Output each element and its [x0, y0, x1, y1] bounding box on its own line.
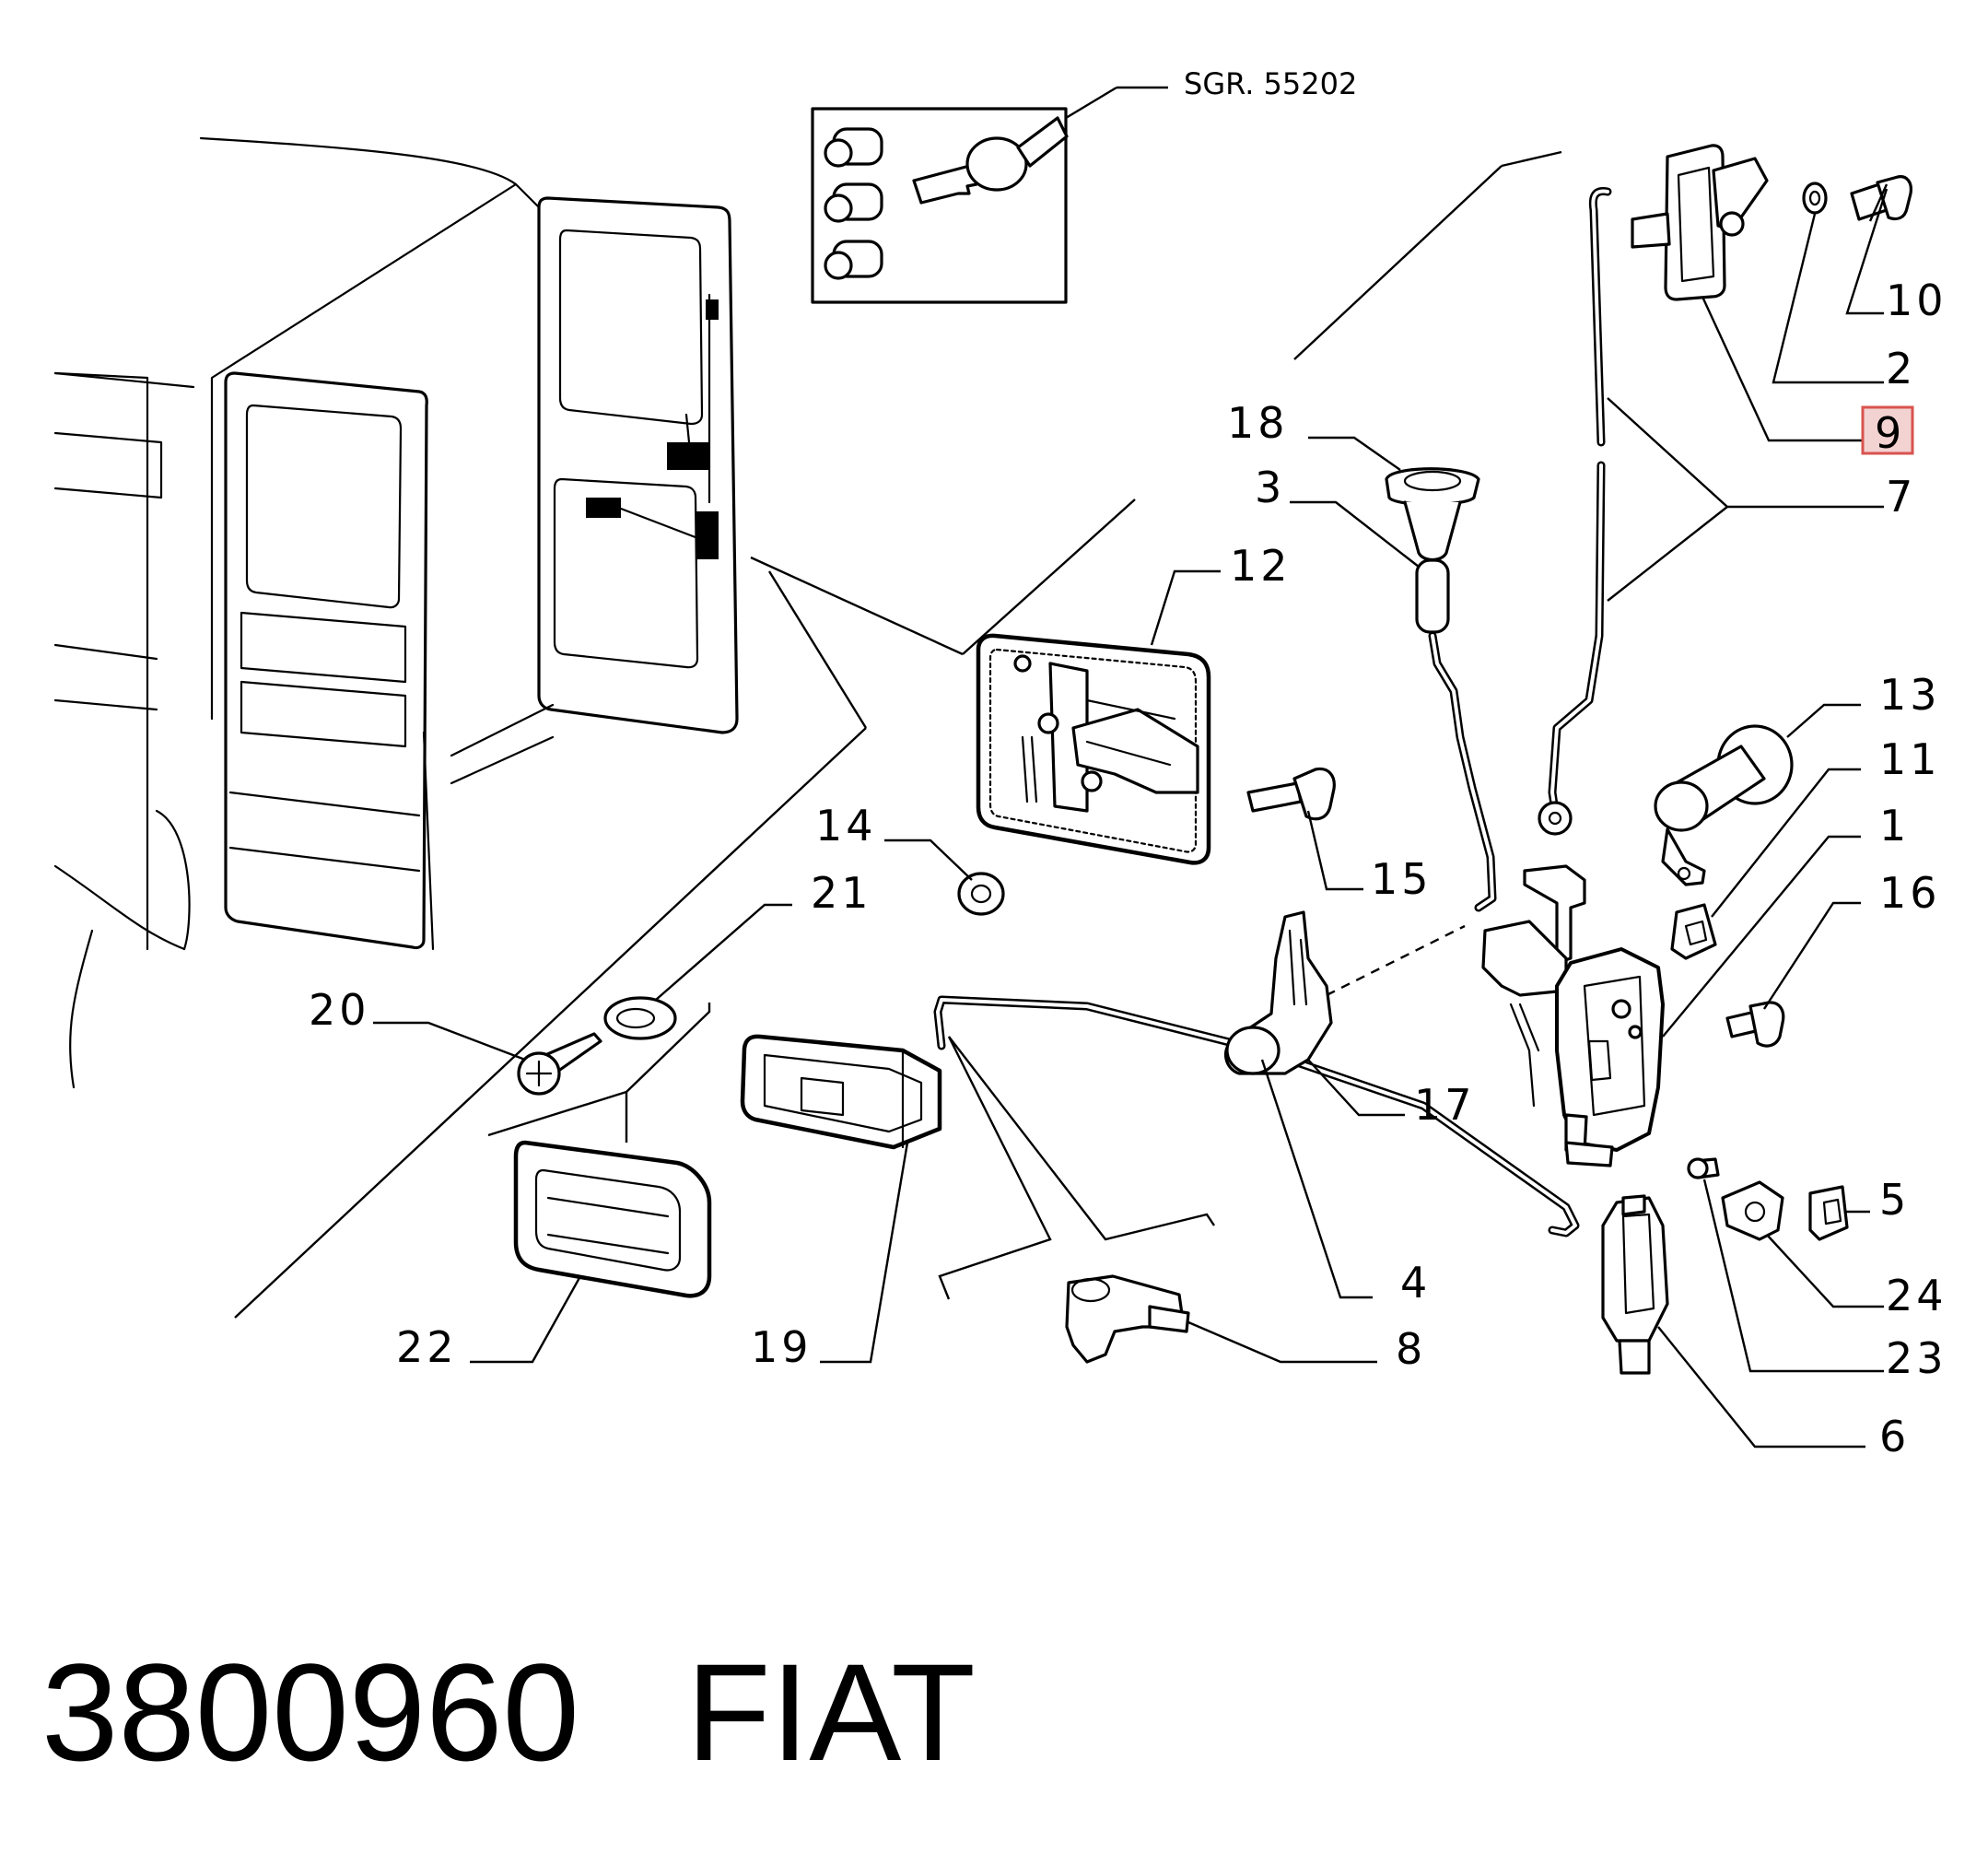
part-15-bolt: [1246, 767, 1336, 821]
label-21: 21: [811, 868, 872, 918]
leader-lines: [373, 183, 1889, 1449]
part-12-handle-plate: [976, 633, 1211, 865]
van-rear-illustration: [53, 136, 1562, 1319]
footer-caption: 3800960 FIAT: [41, 1635, 976, 1789]
part-24-striker: [1721, 1180, 1784, 1241]
part-5-plate: [1808, 1185, 1849, 1241]
part-23-screw: [1687, 1157, 1720, 1179]
label-15: 15: [1371, 854, 1433, 904]
label-7: 7: [1886, 472, 1916, 522]
label-10: 10: [1886, 276, 1947, 325]
label-2: 2: [1886, 344, 1916, 393]
label-23: 23: [1886, 1333, 1947, 1383]
label-12: 12: [1230, 541, 1292, 591]
highlight-box: [1861, 405, 1914, 455]
part-13-lock-cylinder: [1654, 724, 1794, 886]
part-19-handle: [740, 1034, 942, 1150]
part-3-rod: [1415, 558, 1497, 912]
label-3: 3: [1255, 463, 1285, 512]
brand-name: FIAT: [686, 1635, 976, 1789]
label-9: 9: [1875, 408, 1905, 458]
label-11: 11: [1879, 734, 1941, 784]
part-labels: 10 2 9 7 18 3 12 13 11 1 16 15 14 21 20 …: [309, 276, 1947, 1461]
part-8-bracket: [1065, 1274, 1190, 1364]
label-5: 5: [1879, 1175, 1910, 1225]
label-14: 14: [815, 801, 877, 850]
label-20: 20: [309, 985, 370, 1035]
part-16-bolt: [1725, 1001, 1785, 1048]
label-19: 19: [751, 1322, 813, 1372]
part-17-actuator: [1223, 910, 1466, 1075]
part-14-clip: [957, 872, 1005, 916]
part-4-rod: [933, 995, 1580, 1300]
label-16: 16: [1879, 868, 1941, 918]
label-17: 17: [1414, 1080, 1476, 1130]
label-13: 13: [1879, 670, 1941, 720]
part-number: 3800960: [41, 1635, 579, 1789]
label-18: 18: [1227, 398, 1289, 448]
part-2-washer: [1802, 182, 1828, 215]
part-18-grommet: [1385, 467, 1480, 562]
key-cylinder-kit: SGR. 55202: [811, 66, 1357, 304]
label-6: 6: [1879, 1412, 1910, 1461]
part-7-rods: [1538, 186, 1612, 836]
label-8: 8: [1396, 1324, 1426, 1374]
part-22-bezel: [487, 1003, 712, 1298]
part-11-clip: [1670, 903, 1717, 960]
sgr-reference: SGR. 55202: [1184, 66, 1357, 101]
part-21-grommet: [603, 996, 677, 1040]
part-20-screw: [517, 1032, 602, 1096]
label-24: 24: [1886, 1271, 1947, 1320]
label-1: 1: [1879, 801, 1910, 850]
part-6-actuator: [1601, 1194, 1669, 1375]
part-1-door-lock: [1481, 864, 1665, 1167]
label-4: 4: [1400, 1258, 1431, 1308]
part-9-striker-bracket: [1631, 144, 1769, 301]
label-22: 22: [396, 1322, 458, 1372]
